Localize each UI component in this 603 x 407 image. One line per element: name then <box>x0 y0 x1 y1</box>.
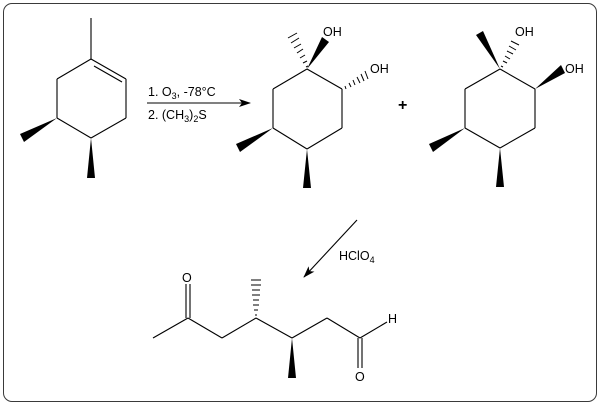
oh-label-right: OH <box>370 62 389 76</box>
reaction-arrow-2: HClO4 <box>303 219 375 278</box>
reagent-line-1: 1. O3, -78°C <box>148 85 216 101</box>
wedge-bond <box>476 31 500 69</box>
reagent-hclo4: HClO4 <box>339 249 375 265</box>
wedge-bond <box>307 37 329 69</box>
hashed-bond <box>251 279 261 316</box>
plus-sign: + <box>398 97 407 114</box>
aldehyde-oxygen: O <box>355 370 365 384</box>
diol-product-1: OH OH <box>236 25 389 188</box>
hashed-bond <box>344 70 369 90</box>
reagent-line-2: 2. (CH3)2S <box>148 108 207 124</box>
ketone-oxygen: O <box>182 271 192 285</box>
diagram-frame <box>3 3 597 402</box>
wedge-bond <box>236 128 273 152</box>
wedge-bond <box>87 138 95 178</box>
reaction-arrow-1: 1. O3, -78°C 2. (CH3)2S <box>147 85 251 124</box>
aldehyde-hydrogen: H <box>388 312 397 326</box>
diol-product-2: OH OH <box>429 25 584 187</box>
hashed-bond <box>500 40 520 68</box>
hashed-bond <box>287 32 309 68</box>
wedge-bond <box>535 65 565 89</box>
wedge-bond <box>496 148 504 187</box>
wedge-bond <box>303 149 311 188</box>
wedge-bond <box>20 118 57 142</box>
oh-label-top: OH <box>515 25 534 39</box>
wedge-bond <box>429 128 465 152</box>
starting-material <box>20 18 127 178</box>
oh-label-top: OH <box>323 25 342 39</box>
wedge-bond <box>288 338 296 378</box>
oh-label-right: OH <box>565 62 584 76</box>
keto-aldehyde-product: O H O <box>152 271 397 384</box>
